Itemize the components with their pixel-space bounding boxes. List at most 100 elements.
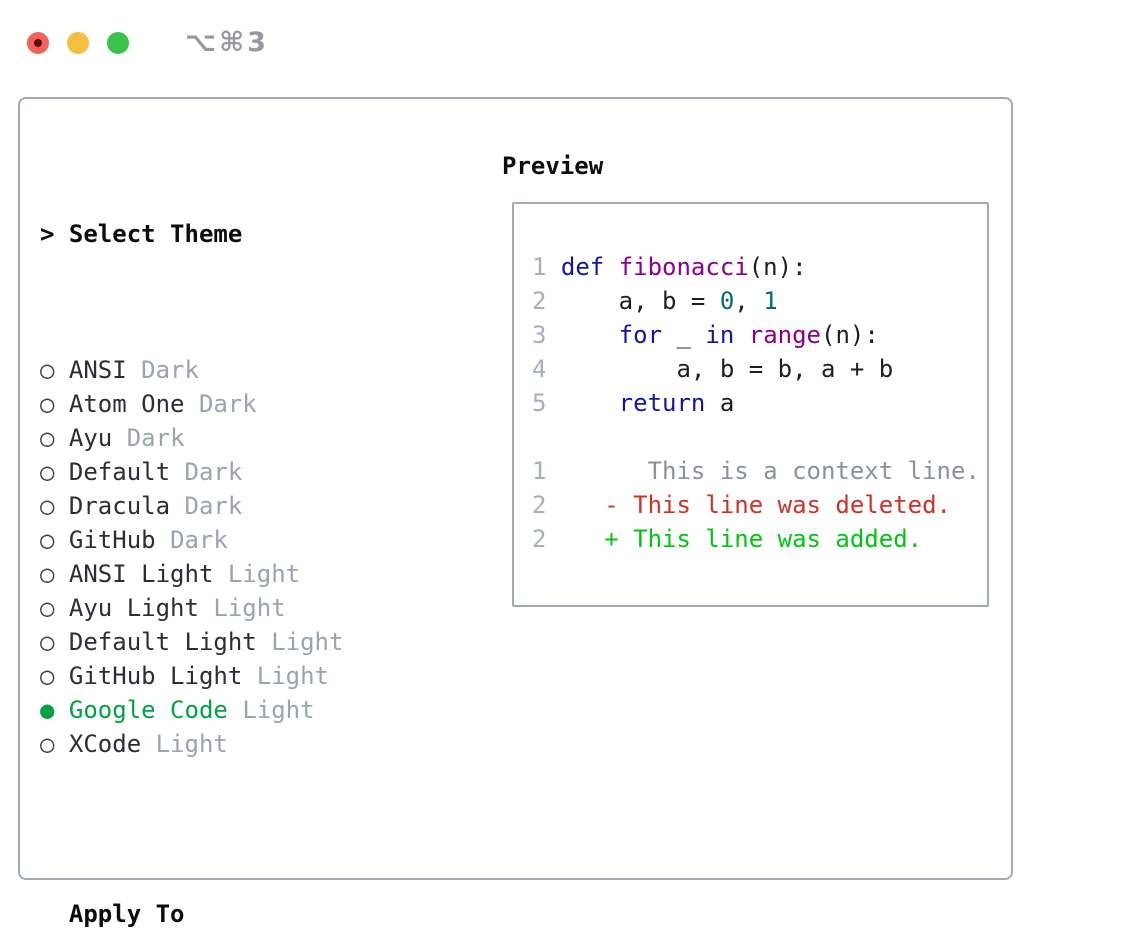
theme-item-ayu-light-light[interactable]: ○ Ayu Light Light: [40, 591, 485, 625]
main-panel: > Select Theme ○ ANSI Dark○ Atom One Dar…: [18, 97, 1013, 928]
theme-name: Dracula: [68, 492, 171, 520]
line-number: 3: [532, 321, 547, 349]
theme-item-ansi-dark[interactable]: ○ ANSI Dark: [40, 353, 485, 387]
theme-item-ayu-dark[interactable]: ○ Ayu Dark: [40, 421, 485, 455]
theme-item-default-dark[interactable]: ○ Default Dark: [40, 455, 485, 489]
theme-item-xcode-light[interactable]: ○ XCode Light: [40, 727, 485, 761]
minimize-button-icon[interactable]: [67, 31, 89, 54]
focus-caret-icon: >: [40, 220, 55, 248]
theme-name: Default Light: [68, 628, 257, 656]
theme-item-github-dark[interactable]: ○ GitHub Dark: [40, 523, 485, 557]
theme-variant: Dark: [170, 526, 228, 554]
diff-text: + This line was added.: [560, 525, 923, 553]
code-token: a: [705, 389, 735, 417]
theme-variant: Dark: [141, 356, 199, 384]
line-number: 2: [532, 525, 547, 553]
line-number: 5: [532, 389, 547, 417]
theme-name: GitHub Light: [68, 662, 243, 690]
theme-variant: Light: [155, 730, 228, 758]
diff-preview: 1 This is a context line.2 - This line w…: [532, 454, 987, 556]
line-number: 4: [532, 355, 547, 383]
theme-variant: Dark: [184, 458, 243, 486]
radio-icon: ○: [40, 424, 55, 452]
line-number: 2: [532, 491, 547, 519]
theme-item-default-light-light[interactable]: ○ Default Light Light: [40, 625, 485, 659]
theme-item-dracula-dark[interactable]: ○ Dracula Dark: [40, 489, 485, 523]
theme-variant: Light: [256, 662, 329, 690]
theme-item-github-light-light[interactable]: ○ GitHub Light Light: [40, 659, 485, 693]
theme-name: Google Code: [68, 696, 228, 724]
select-theme-header-label: Select Theme: [68, 220, 243, 248]
code-line: 4 a, b = b, a + b: [532, 352, 987, 386]
radio-icon: ○: [40, 560, 55, 588]
diff-text: - This line was deleted.: [560, 491, 952, 519]
preview-header: Preview: [502, 152, 604, 180]
theme-name: Ayu Light: [68, 594, 199, 622]
theme-selector: > Select Theme ○ ANSI Dark○ Atom One Dar…: [40, 149, 485, 934]
code-token: a, b =: [560, 287, 720, 315]
theme-name: Atom One: [68, 390, 185, 418]
selected-radio-icon: ●: [40, 696, 55, 724]
theme-variant: Light: [242, 696, 315, 724]
theme-variant: Light: [227, 560, 301, 588]
theme-item-atom-one-dark[interactable]: ○ Atom One Dark: [40, 387, 485, 421]
code-token: a, b = b, a + b: [560, 355, 894, 383]
radio-icon: ○: [40, 730, 55, 758]
theme-variant: Dark: [198, 390, 257, 418]
line-number: 1: [532, 457, 547, 485]
diff-text: This is a context line.: [560, 457, 980, 485]
code-token: ,: [734, 287, 764, 315]
radio-icon: ○: [40, 458, 55, 486]
radio-icon: ○: [40, 492, 55, 520]
preview-spacer: [532, 420, 987, 454]
code-line: 2 a, b = 0, 1: [532, 284, 987, 318]
code-token: range: [748, 321, 821, 349]
apply-to-header: Apply To: [68, 900, 185, 928]
diff-line-context: 1 This is a context line.: [532, 454, 987, 488]
theme-item-google-code-light[interactable]: ● Google Code Light: [40, 693, 485, 727]
radio-icon: ○: [40, 662, 55, 690]
theme-variant: Dark: [126, 424, 185, 452]
code-token: [561, 389, 619, 417]
theme-name: Default: [68, 458, 171, 486]
code-token: (n):: [821, 321, 879, 349]
theme-name: ANSI: [68, 356, 127, 384]
code-token: for: [618, 321, 663, 349]
code-token: fibonacci: [618, 253, 749, 281]
theme-variant: Dark: [184, 492, 243, 520]
theme-name: GitHub: [68, 526, 156, 554]
theme-name: Ayu: [68, 424, 113, 452]
code-token: 0: [719, 287, 735, 315]
code-token: [561, 321, 619, 349]
close-button-icon[interactable]: [27, 31, 49, 54]
code-token: [734, 321, 748, 349]
theme-item-ansi-light-light[interactable]: ○ ANSI Light Light: [40, 557, 485, 591]
window-title: ⌥⌘3: [185, 27, 269, 58]
select-theme-header: > Select Theme: [40, 217, 485, 251]
code-token: in: [705, 321, 735, 349]
code-token: return: [618, 389, 706, 417]
radio-icon: ○: [40, 628, 55, 656]
radio-icon: ○: [40, 390, 55, 418]
code-line: 3 for _ in range(n):: [532, 318, 987, 352]
zoom-button-icon[interactable]: [107, 31, 129, 54]
line-number: 1: [532, 253, 547, 281]
code-token: _: [662, 321, 706, 349]
theme-variant: Light: [271, 628, 344, 656]
diff-line-deleted: 2 - This line was deleted.: [532, 488, 987, 522]
code-token: def: [560, 253, 605, 281]
radio-icon: ○: [40, 526, 55, 554]
radio-icon: ○: [40, 356, 55, 384]
theme-variant: Light: [213, 594, 286, 622]
radio-icon: ○: [40, 594, 55, 622]
theme-list: ○ ANSI Dark○ Atom One Dark○ Ayu Dark○ De…: [40, 353, 485, 761]
line-number: 2: [532, 287, 547, 315]
code-line: 5 return a: [532, 386, 987, 420]
titlebar: ⌥⌘3: [27, 27, 269, 58]
code-token: 1: [763, 287, 778, 315]
diff-line-added: 2 + This line was added.: [532, 522, 987, 556]
